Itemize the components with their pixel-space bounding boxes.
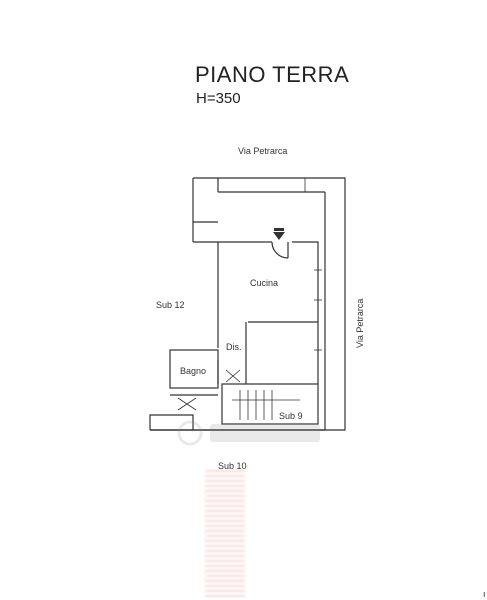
neighbor-sub12: Sub 12 (156, 300, 185, 310)
sub10-boundary (149, 414, 194, 430)
watermark-logo (177, 420, 320, 446)
corner-mark: ı (483, 590, 486, 600)
street-label-right: Via Petrarca (355, 298, 365, 348)
bagno-walls (169, 349, 219, 389)
height-label: H=350 (196, 90, 241, 107)
plan-title: PIANO TERRA (195, 62, 350, 87)
stair-block (221, 383, 319, 425)
room-bagno: Bagno (180, 366, 207, 376)
kitchen-door-arc (271, 241, 289, 259)
street-label-top: Via Petrarca (238, 146, 288, 156)
window-cross-marks (177, 369, 241, 411)
paper-stain (205, 470, 245, 600)
neighbor-sub10: Sub 10 (218, 461, 247, 471)
stair-treads (232, 390, 300, 420)
outer-wall-right (193, 177, 346, 431)
kitchen-wall-top-right (292, 241, 319, 384)
entry-arrow-icon (273, 228, 285, 240)
room-cucina: Cucina (250, 278, 279, 288)
room-dis: Dis. (226, 342, 242, 352)
neighbor-sub9: Sub 9 (279, 411, 303, 421)
